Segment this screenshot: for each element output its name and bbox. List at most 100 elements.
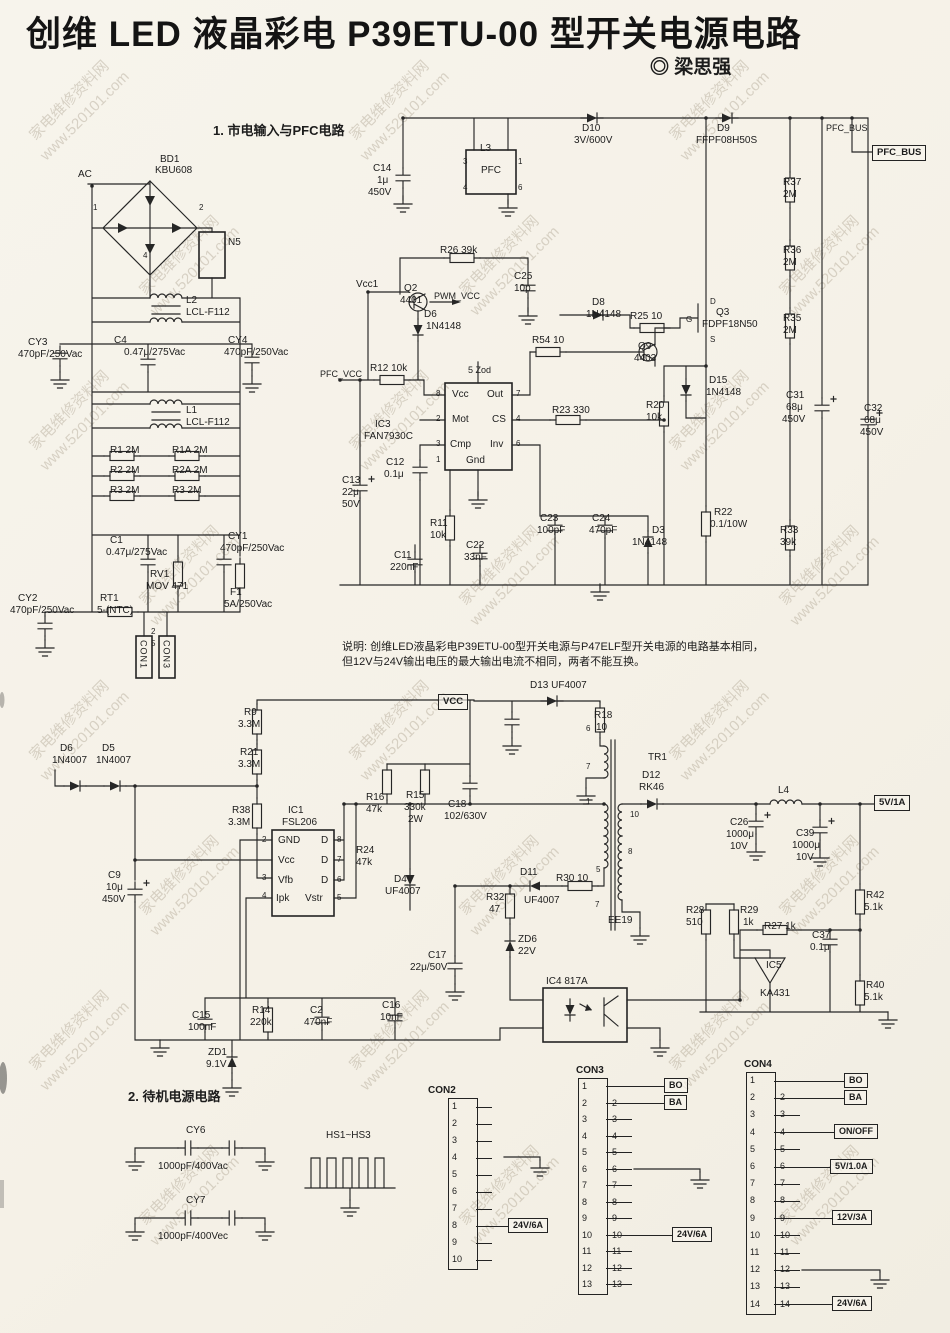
- connector-pin-stub: [606, 1201, 632, 1203]
- connector-pin-number: 9: [750, 1212, 756, 1223]
- component-label: CY3: [28, 337, 48, 348]
- note-line-2: 但12V与24V输出电压的最大输出电流不相同，两者不能互换。: [342, 656, 646, 668]
- connector-pin-number: 14: [780, 1298, 791, 1309]
- connector-pin-stub: [606, 1135, 632, 1137]
- output-tag: 24V/6A: [508, 1217, 549, 1233]
- component-label: C9: [108, 870, 121, 881]
- component-label: C37: [812, 930, 831, 941]
- component-label: 4: [516, 414, 521, 423]
- connector-pin-number: 6: [582, 1163, 588, 1174]
- component-label: D9: [717, 123, 730, 134]
- connector-pin-stub: [774, 1235, 800, 1237]
- component-label: IC4 817A: [546, 976, 588, 987]
- connector-pin-number: 5: [582, 1147, 588, 1157]
- component-label: 100pF: [537, 525, 566, 536]
- connector-pin-stub: [774, 1115, 800, 1116]
- connector-pin-number: 7: [582, 1180, 588, 1190]
- connector-pin-number: 10: [452, 1254, 463, 1264]
- component-label: C16: [382, 1000, 401, 1011]
- connector-pin-number: 3: [612, 1114, 618, 1124]
- tag-wire: [774, 1132, 834, 1134]
- component-label: R36: [783, 245, 802, 256]
- connector-con2: [448, 1098, 478, 1270]
- component-label: RV1: [150, 569, 170, 580]
- component-label: 2: [262, 835, 267, 844]
- connector-pin-number: 7: [750, 1178, 756, 1189]
- component-label: R21: [240, 747, 259, 758]
- connector-pin-number: 11: [750, 1247, 760, 1257]
- component-label: D: [710, 297, 716, 306]
- component-label: D8: [592, 297, 605, 308]
- scan-smudge: [0, 1062, 7, 1094]
- component-label: 5: [337, 893, 342, 902]
- component-label: R30 10: [556, 873, 589, 884]
- component-label: 3: [463, 157, 468, 166]
- connector-pin-number: 13: [612, 1279, 623, 1289]
- component-label: D: [321, 855, 329, 866]
- connector-pin-number: 2: [780, 1092, 786, 1103]
- page-title: 创维 LED 液晶彩电 P39ETU-00 型开关电源电路: [26, 15, 802, 54]
- standby-section: [54, 695, 898, 1097]
- connector-pin-number: 5: [452, 1169, 458, 1179]
- component-label: 2M: [783, 257, 797, 268]
- connector-pin-stub: [774, 1183, 800, 1185]
- component-label: C12: [386, 457, 405, 468]
- component-label: 39k: [780, 537, 797, 548]
- component-label: C22: [466, 540, 485, 551]
- connector-pin-number: 8: [452, 1220, 458, 1230]
- connector-pin-number: 2: [612, 1097, 618, 1108]
- component-label: FFPF08H50S: [696, 135, 758, 146]
- component-label: 4: [463, 183, 468, 192]
- component-label: Vcc1: [356, 279, 379, 290]
- component-label: R26 39k: [440, 245, 478, 256]
- component-label: HS1~HS3: [326, 1130, 371, 1141]
- component-label: R2A 2M: [172, 465, 208, 476]
- component-label: 4401: [400, 295, 423, 306]
- connector-pin-stub: [774, 1201, 800, 1202]
- component-label: R42: [866, 890, 885, 901]
- component-label: C26: [730, 817, 749, 828]
- connector-pin-number: 3: [582, 1114, 588, 1124]
- component-label: D4: [394, 874, 407, 885]
- connector-pin-stub: [476, 1157, 492, 1159]
- component-label: C1: [110, 535, 123, 546]
- component-label: 68μ: [786, 402, 803, 413]
- component-label: 5.1k: [864, 992, 883, 1003]
- component-label: Q2: [404, 283, 418, 294]
- component-label: 220nF: [390, 562, 419, 573]
- connector-pin-number: 1: [750, 1075, 756, 1085]
- connector-pin-number: 7: [780, 1178, 786, 1189]
- connector-pin-number: 13: [780, 1281, 791, 1292]
- component-label: LCL-F112: [186, 307, 230, 318]
- component-label: Vstr: [305, 893, 323, 904]
- connector-pin-number: 8: [612, 1196, 618, 1207]
- component-label: C17: [428, 950, 447, 961]
- output-tag: 5V/1.0A: [830, 1158, 873, 1174]
- connector-pin-stub: [606, 1267, 632, 1269]
- component-label: R37: [783, 177, 802, 188]
- component-label: 10V: [730, 841, 748, 852]
- component-label: R20: [646, 400, 665, 411]
- output-tag: 12V/3A: [832, 1210, 873, 1226]
- component-label: 10: [596, 722, 608, 733]
- connector-pin-number: 4: [582, 1130, 588, 1141]
- component-label: 1: [436, 455, 441, 464]
- component-label: C14: [373, 163, 392, 174]
- component-label: C23: [540, 513, 559, 524]
- component-label: 22μ: [342, 487, 359, 498]
- connector-pin-number: 8: [780, 1195, 786, 1206]
- component-label: RT1: [100, 593, 119, 604]
- component-label: R23 330: [552, 405, 590, 416]
- connector-pin-number: 5: [612, 1147, 618, 1157]
- connector-pin-number: 2: [452, 1118, 458, 1128]
- connector-pin-number: 1: [452, 1101, 458, 1111]
- component-label: 5: [151, 639, 156, 648]
- component-label: R1A 2M: [172, 445, 208, 456]
- component-label: 450V: [102, 894, 126, 905]
- connector-pin-number: 9: [780, 1212, 786, 1223]
- tag-wire: [774, 1097, 844, 1099]
- section-1-heading: 1. 市电输入与PFC电路: [213, 123, 345, 138]
- component-label: 7: [586, 762, 591, 771]
- connector-pin-number: 7: [452, 1203, 458, 1213]
